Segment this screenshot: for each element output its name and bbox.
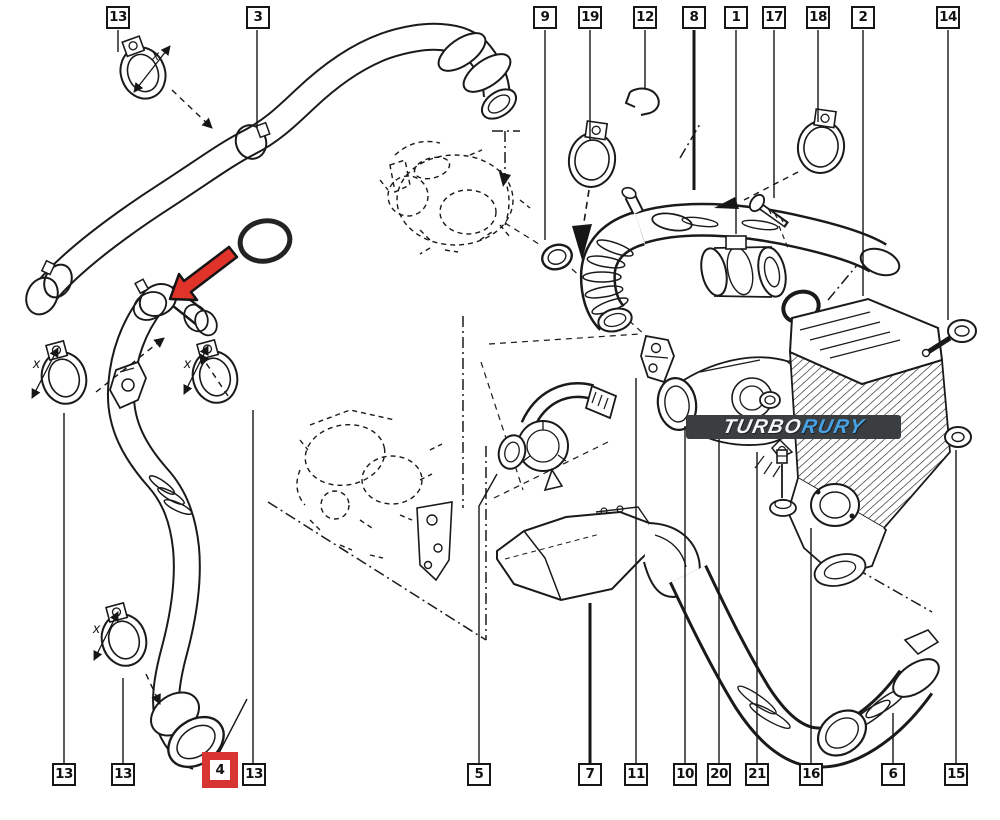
callout-box-18[interactable]: 18 [806, 6, 830, 29]
highlight-o-ring [237, 218, 293, 264]
mounting-stud-part-14 [921, 319, 977, 358]
callout-box-1[interactable]: 1 [724, 6, 748, 29]
callout-box-9[interactable]: 9 [533, 6, 557, 29]
dimension-label-x: x [92, 620, 101, 636]
callout-box-20[interactable]: 20 [707, 763, 731, 786]
dimension-label-x: x [151, 47, 160, 63]
callout-box-2[interactable]: 2 [851, 6, 875, 29]
callout-box-10[interactable]: 10 [673, 763, 697, 786]
callout-box-3[interactable]: 3 [246, 6, 270, 29]
callout-box-13[interactable]: 13 [111, 763, 135, 786]
grommet-part-15 [944, 426, 972, 448]
callout-box-11[interactable]: 11 [624, 763, 648, 786]
hose-clamp-part-18 [796, 108, 846, 174]
callout-box-17[interactable]: 17 [762, 6, 786, 29]
seal-ring-part-9 [541, 243, 573, 271]
grommet-left [759, 391, 781, 409]
hose-clamp-icon [132, 291, 168, 321]
bracket-part-11 [640, 334, 675, 384]
assembly-arrows [95, 89, 229, 705]
callout-box-16[interactable]: 16 [799, 763, 823, 786]
hose-clamp-icon [183, 303, 209, 333]
callout-box-8[interactable]: 8 [682, 6, 706, 29]
clip-part-12 [624, 87, 660, 116]
callout-box-6[interactable]: 6 [881, 763, 905, 786]
hose-part-3 [25, 22, 518, 316]
phantom-lines [267, 123, 933, 641]
dimension-labels: x x x x [32, 47, 192, 636]
dimension-label-x: x [32, 355, 41, 371]
throttle-body-part-20 [656, 351, 812, 459]
valve-part-5 [497, 382, 618, 492]
screw-part-17 [748, 193, 790, 249]
engine-sketch [296, 409, 443, 559]
callout-box-5[interactable]: 5 [467, 763, 491, 786]
intake-duct-part-8 [579, 186, 901, 333]
watermark-text-left: TURBO [720, 415, 805, 438]
dimension-label-x: x [183, 355, 192, 371]
callout-box-21[interactable]: 21 [745, 763, 769, 786]
callout-box-13[interactable]: 13 [106, 6, 130, 29]
air-flow-meter-part-1 [700, 235, 787, 298]
hose-clamp-icon [43, 263, 73, 299]
leader-lines [63, 30, 957, 763]
screw-part-21 [769, 449, 797, 517]
red-pointer-arrow [168, 245, 239, 302]
callout-box-14[interactable]: 14 [936, 6, 960, 29]
exploded-arrows [572, 171, 799, 260]
seal-ring-part-9-inner [547, 249, 567, 265]
air-filter-housing-part-16 [754, 297, 951, 587]
callout-box-19[interactable]: 19 [578, 6, 602, 29]
callout-box-13[interactable]: 13 [242, 763, 266, 786]
callout-box-15[interactable]: 15 [944, 763, 968, 786]
callout-box-13[interactable]: 13 [52, 763, 76, 786]
callout-box-12[interactable]: 12 [633, 6, 657, 29]
hose-clamp-icon [234, 124, 268, 160]
callout-box-4[interactable]: 4 [202, 752, 238, 788]
engine-bracket [416, 501, 453, 582]
callout-box-7[interactable]: 7 [578, 763, 602, 786]
watermark-text-right: RURY [799, 415, 867, 438]
outlet-ring [810, 483, 860, 527]
intake-hose-part-6 [643, 522, 940, 769]
hose-part-4 [106, 278, 225, 770]
hose-clamp-part-19 [567, 120, 617, 188]
scoop-duct-part-7 [496, 505, 658, 602]
turbocharger-sketch [379, 140, 531, 255]
